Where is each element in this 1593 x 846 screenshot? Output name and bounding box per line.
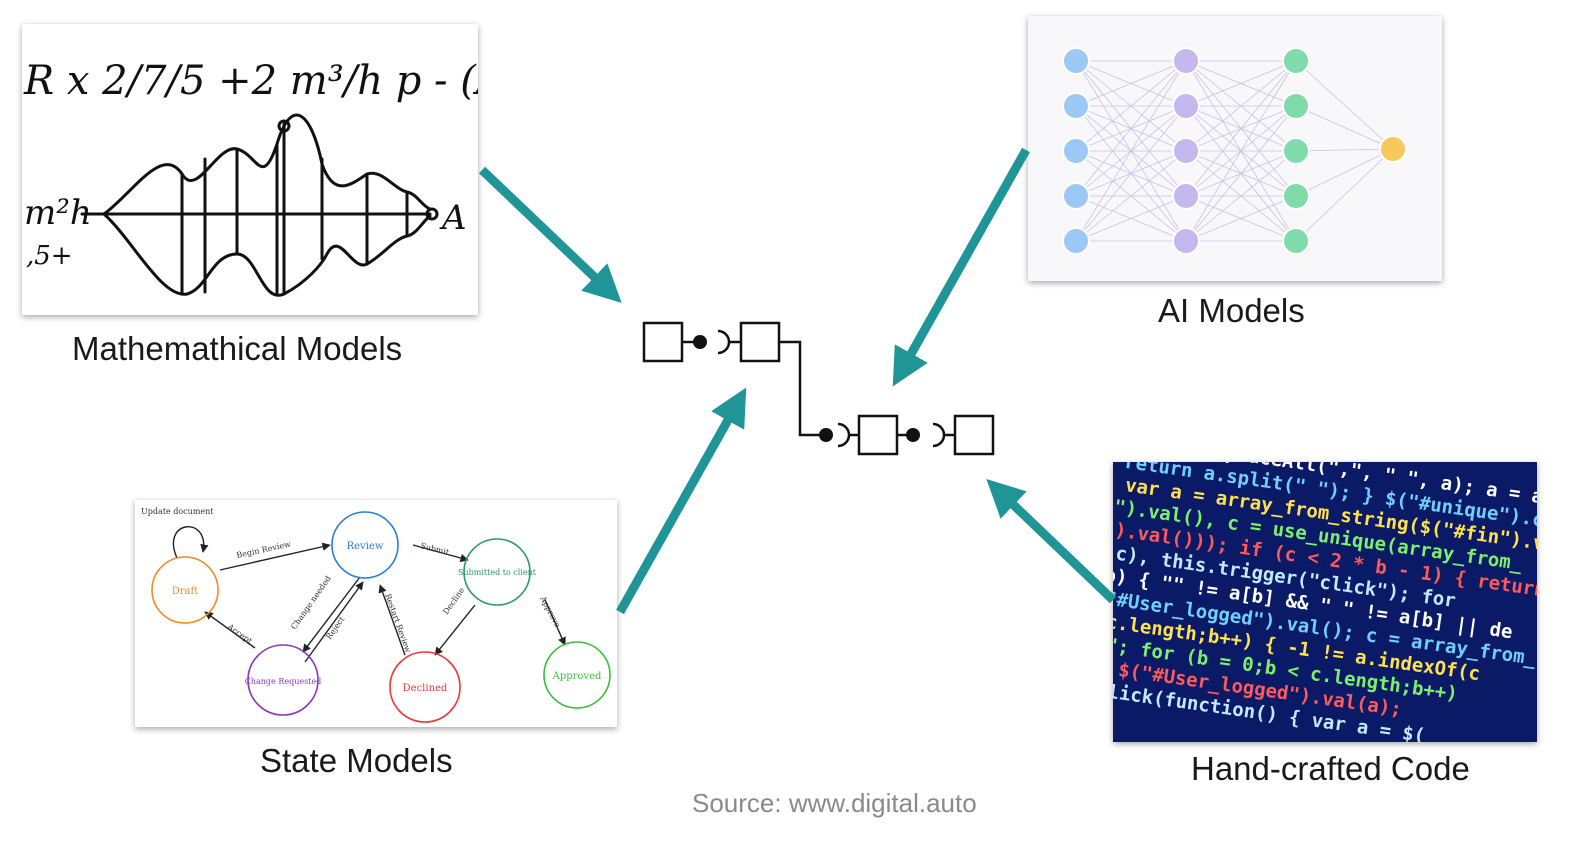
nn-node (1062, 182, 1090, 210)
nn-connection (1185, 195, 1297, 242)
required-port-2 (717, 329, 731, 355)
provided-port-2 (819, 428, 833, 442)
nn-connection (1075, 105, 1187, 242)
ai-models-caption: AI Models (1158, 292, 1305, 329)
code-caption: Hand-crafted Code (1191, 750, 1470, 787)
math-left-term-1: m²h (24, 193, 92, 233)
arrow-state (616, 387, 747, 615)
nn-node (1172, 227, 1200, 255)
nn-node (1172, 47, 1200, 75)
nn-connection (1185, 60, 1297, 152)
nn-connection (1185, 105, 1297, 242)
state-change-requested: Change Requested (245, 677, 322, 686)
nn-connection (1295, 148, 1394, 197)
nn-connection (1185, 60, 1297, 242)
state-models-image: Draft Review Submitted to client Change … (135, 500, 617, 727)
component-box-4 (953, 414, 995, 456)
required-port-3 (837, 422, 851, 448)
component-box-2 (739, 321, 781, 363)
provided-port-3 (906, 428, 920, 442)
nn-connection (1075, 60, 1187, 107)
state-submitted: Submitted to client (458, 568, 537, 577)
nn-node (1379, 135, 1407, 163)
nn-node (1172, 137, 1200, 165)
nn-connection (1295, 60, 1394, 150)
state-declined: Declined (403, 683, 448, 694)
nn-node (1282, 182, 1310, 210)
nn-connection (1075, 60, 1187, 242)
nn-node (1062, 47, 1090, 75)
nn-node (1282, 137, 1310, 165)
math-models-caption: Mathemathical Models (72, 330, 403, 367)
component-box-3 (857, 414, 899, 456)
math-left-term-2: ,5+ (26, 241, 73, 271)
state-models-caption: State Models (260, 742, 453, 779)
nn-connection (1075, 60, 1187, 197)
nn-node (1172, 182, 1200, 210)
math-models-image: R x 2/7/5 +2 m³/h p - (A + a) m²h ,5+ A (22, 24, 478, 315)
nn-connection (1185, 150, 1297, 242)
provided-port-1 (693, 335, 707, 349)
math-end-label: A (439, 198, 467, 238)
math-equation: R x 2/7/5 +2 m³/h p - (A + a) (23, 58, 478, 104)
nn-node (1282, 47, 1310, 75)
nn-connection (1185, 60, 1297, 107)
nn-connection (1185, 60, 1297, 197)
arrow-ai (892, 147, 1030, 387)
nn-node (1062, 137, 1090, 165)
nn-node (1282, 92, 1310, 120)
nn-connection (1295, 105, 1394, 150)
arrow-code (986, 478, 1117, 604)
connector-line (779, 340, 822, 437)
nn-node (1282, 227, 1310, 255)
ai-models-image (1028, 16, 1442, 281)
nn-node (1062, 92, 1090, 120)
nn-connection (1075, 195, 1187, 242)
component-box-1 (642, 321, 684, 363)
code-background (1113, 462, 1537, 742)
state-draft: Draft (172, 586, 198, 597)
state-approved: Approved (552, 671, 602, 682)
transition-update: Update document (141, 507, 214, 516)
source-credit: Source: www.digital.auto (692, 788, 977, 818)
nn-connection (1075, 150, 1187, 242)
nn-node (1062, 227, 1090, 255)
nn-connection (1295, 148, 1394, 152)
arrow-math (478, 166, 622, 304)
state-review: Review (347, 541, 384, 552)
nn-connection (1075, 60, 1187, 152)
nn-node (1172, 92, 1200, 120)
nn-connection (1295, 148, 1394, 242)
neural-network (1062, 47, 1407, 255)
code-image: "; a = replaceAll(",", " ", a); a = a.re… (1113, 462, 1537, 742)
code-snippet: "; a = replaceAll(",", " ", a); a = a.re… (1113, 462, 1537, 742)
required-port-4 (932, 422, 946, 448)
